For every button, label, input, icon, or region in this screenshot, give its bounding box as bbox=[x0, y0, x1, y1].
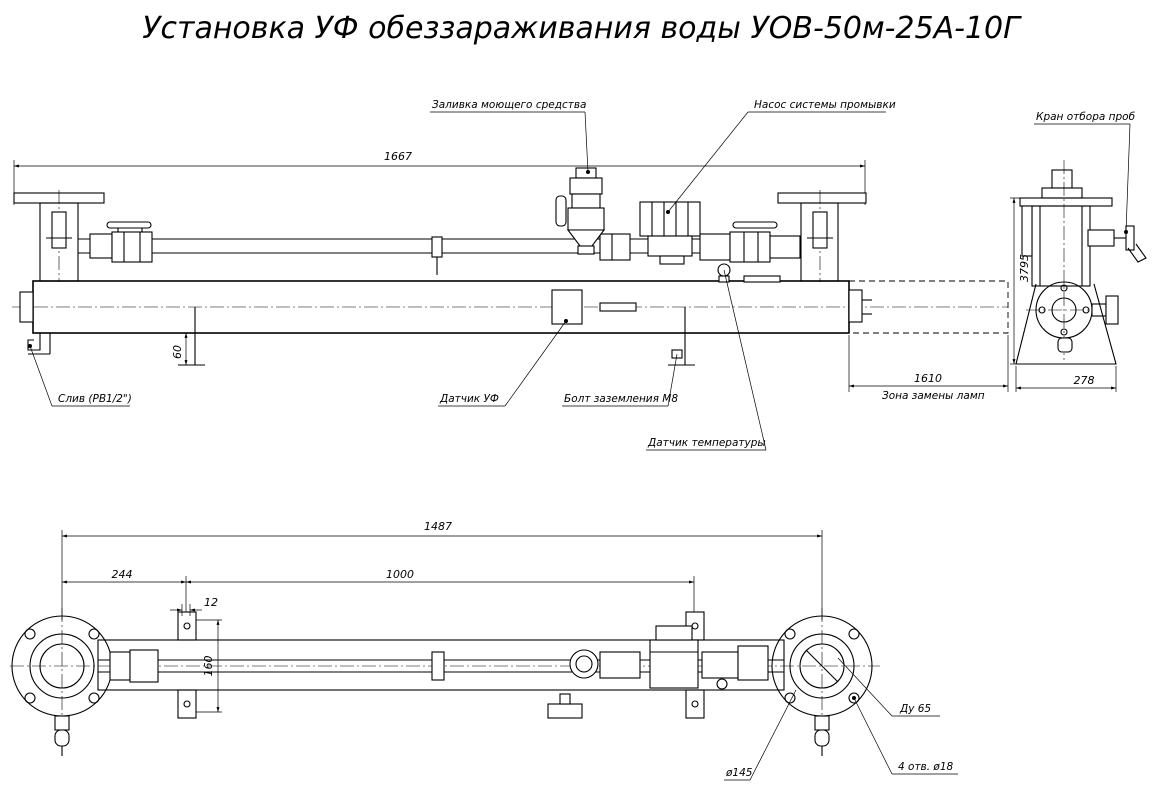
callout-sample-tap: Кран отбора проб bbox=[1034, 111, 1136, 234]
right-flange bbox=[777, 192, 867, 204]
callout-drain: Слив (РВ1/2") bbox=[28, 344, 132, 407]
callout-nominal-bore: Ду 65 bbox=[837, 657, 940, 717]
callout-temp-sensor-label: Датчик температуры bbox=[647, 437, 766, 449]
dimension-support-height: 60 bbox=[171, 333, 188, 365]
callout-flange-diameter: ø145 bbox=[724, 689, 797, 781]
callout-ground-bolt-label: Болт заземления М8 bbox=[564, 393, 678, 405]
dimension-plan-support-spacing: 1000 bbox=[186, 568, 695, 612]
dim-plan-slot-label: 12 bbox=[204, 596, 218, 609]
lamp-zone-caption: Зона замены ламп bbox=[882, 390, 985, 402]
dimension-side-height: 3795 bbox=[1010, 197, 1031, 365]
callout-flange-diameter-label: ø145 bbox=[725, 767, 753, 779]
dimension-plan-length: 1487 bbox=[61, 520, 823, 620]
dim-lamp-zone-label: 1610 bbox=[914, 372, 942, 385]
dimension-plan-offset: 244 bbox=[62, 568, 187, 612]
callout-uv-sensor-label: Датчик УФ bbox=[439, 393, 499, 405]
plan-right-flange bbox=[771, 608, 873, 756]
callout-ground-bolt: Болт заземления М8 bbox=[562, 353, 678, 407]
side-view: 3795 278 Кран отбора проб bbox=[1010, 111, 1147, 392]
callout-uv-sensor: Датчик УФ bbox=[438, 320, 567, 407]
uv-sensor-box bbox=[551, 289, 583, 325]
callout-nominal-bore-label: Ду 65 bbox=[899, 703, 931, 715]
dim-plan-offset-label: 244 bbox=[112, 568, 133, 581]
callout-flush-pump-label: Насос системы промывки bbox=[754, 99, 896, 111]
nameplate bbox=[599, 302, 637, 312]
callout-holes-label: 4 отв. ø18 bbox=[898, 761, 954, 773]
dimension-lamp-zone: 1610 Зона замены ламп bbox=[848, 335, 1009, 402]
plan-body bbox=[97, 639, 785, 691]
front-view: 1667 bbox=[12, 99, 1009, 451]
callout-flush-pump: Насос системы промывки bbox=[666, 99, 896, 214]
lamp-zone-outline bbox=[848, 280, 1009, 334]
dim-support-height-label: 60 bbox=[171, 345, 184, 359]
callout-sample-tap-label: Кран отбора проб bbox=[1036, 111, 1136, 123]
plan-left-flange bbox=[11, 608, 113, 756]
dimension-plan-slot: 12 bbox=[170, 596, 218, 616]
callout-detergent-fill-label: Заливка моющего средства bbox=[432, 99, 587, 111]
detergent-fill-assembly bbox=[555, 167, 606, 255]
plan-view: 1487 244 1000 12 160 bbox=[10, 520, 958, 781]
drain-elbow bbox=[27, 333, 41, 351]
dim-plan-support-spacing-label: 1000 bbox=[386, 568, 414, 581]
dim-plan-length-label: 1487 bbox=[424, 520, 452, 533]
callout-drain-label: Слив (РВ1/2") bbox=[58, 393, 132, 405]
dimension-overall-length: 1667 bbox=[13, 150, 866, 205]
callout-detergent-fill: Заливка моющего средства bbox=[430, 99, 590, 174]
drawing-title: Установка УФ обеззараживания воды УОВ-50… bbox=[142, 11, 1022, 46]
dim-overall-length-label: 1667 bbox=[384, 150, 412, 163]
dimension-side-width: 278 bbox=[1015, 366, 1117, 392]
flush-pump bbox=[639, 201, 701, 265]
callout-holes: 4 отв. ø18 bbox=[852, 696, 958, 775]
dim-side-width-label: 278 bbox=[1074, 374, 1095, 387]
dim-side-height-label: 3795 bbox=[1018, 254, 1031, 282]
plan-uv-sensor bbox=[547, 703, 583, 719]
callout-temp-sensor: Датчик температуры bbox=[646, 269, 767, 451]
